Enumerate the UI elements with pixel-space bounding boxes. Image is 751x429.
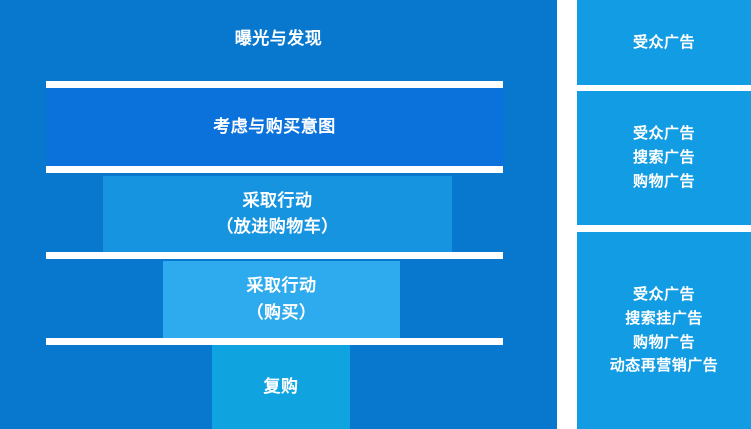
funnel-stage-purchase-sublabel: （购买） [246, 302, 317, 323]
ad-card-awareness[interactable]: 受众广告 [577, 0, 751, 85]
funnel-stage-repurchase-label: 复购 [263, 376, 299, 397]
ad-card-conversion-line-4: 动态再营销广告 [609, 356, 719, 375]
funnel-stage-add-to-cart-label: 采取行动 [242, 190, 313, 211]
funnel-stage-exposure-label: 曝光与发现 [234, 28, 323, 49]
funnel-divider-4 [46, 338, 503, 345]
ad-card-conversion-line-1: 受众广告 [632, 285, 695, 304]
ad-card-awareness-line-1: 受众广告 [632, 32, 695, 51]
funnel-divider-2 [46, 166, 503, 173]
funnel-divider-1 [46, 81, 503, 88]
ad-card-consideration-line-3: 购物广告 [632, 171, 695, 190]
funnel-divider-3 [46, 252, 503, 259]
ad-type-card-column: 受众广告 受众广告 搜索广告 购物广告 受众广告 搜索挂广告 购物广告 动态再营… [577, 0, 751, 429]
ad-card-conversion[interactable]: 受众广告 搜索挂广告 购物广告 动态再营销广告 [577, 232, 751, 429]
funnel-stage-repurchase[interactable]: 复购 [212, 345, 350, 429]
ad-card-consideration-line-2: 搜索广告 [632, 148, 695, 167]
ad-card-conversion-line-2: 搜索挂广告 [625, 308, 703, 327]
funnel-stage-add-to-cart-sublabel: （放进购物车） [216, 217, 339, 237]
funnel-stage-consideration[interactable]: 考虑与购买意图 [46, 88, 503, 166]
funnel-stage-add-to-cart[interactable]: 采取行动 （放进购物车） [103, 176, 452, 252]
ad-card-conversion-line-3: 购物广告 [632, 332, 695, 351]
funnel-panel: 曝光与发现 考虑与购买意图 采取行动 （放进购物车） 采取行动 （购买） 复购 [0, 0, 557, 429]
funnel-stage-consideration-label: 考虑与购买意图 [213, 116, 336, 137]
ad-card-consideration[interactable]: 受众广告 搜索广告 购物广告 [577, 91, 751, 225]
funnel-stage-purchase-label: 采取行动 [246, 276, 317, 297]
funnel-stage-exposure[interactable]: 曝光与发现 [0, 0, 557, 78]
funnel-stage-purchase[interactable]: 采取行动 （购买） [163, 261, 400, 338]
ad-card-consideration-line-1: 受众广告 [632, 124, 695, 143]
